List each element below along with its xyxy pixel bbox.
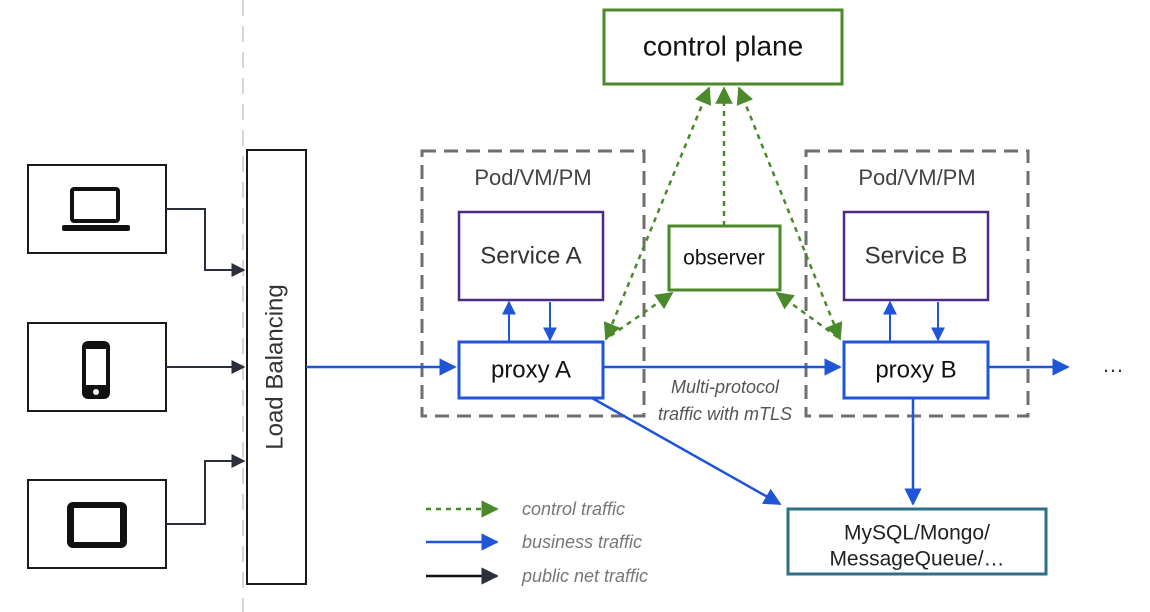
tablet-to-lb-arrow (166, 454, 246, 525)
proxy-a-to-datastore-arrow (591, 396, 782, 506)
laptop-to-lb-arrow (166, 208, 246, 277)
client-laptop (27, 164, 167, 254)
mtls-label-line2: traffic with mTLS (658, 404, 792, 424)
legend-public-label: public net traffic (521, 566, 648, 586)
observer-proxy-b-arrow (775, 291, 841, 341)
pod-right-label: Pod/VM/PM (858, 165, 975, 190)
tablet-icon (67, 502, 127, 548)
service-a-box (457, 210, 605, 302)
observer-proxy-a-arrow (605, 291, 674, 341)
load-balancer-label: Load Balancing (261, 284, 288, 449)
proxy-b-box (842, 340, 990, 400)
control-plane-label: control plane (643, 30, 803, 61)
business-traffic-lines (306, 358, 1070, 506)
control-traffic-lines (603, 86, 843, 341)
observer-label: observer (683, 247, 765, 270)
control-plane-proxy-a-arrow (603, 86, 712, 341)
phone-icon (82, 341, 110, 399)
continuation-ellipsis: … (1102, 352, 1124, 377)
laptop-icon (62, 187, 130, 231)
service-b-label: Service B (865, 242, 968, 269)
datastore-box (786, 507, 1048, 576)
client-phone (27, 322, 167, 412)
proxy-a-box (457, 340, 605, 400)
legend: control traffic business traffic public … (426, 499, 648, 586)
service-a-label: Service A (480, 242, 581, 269)
mtls-label-line1: Multi-protocol (671, 377, 780, 397)
control-plane-box (602, 8, 844, 86)
client-tablet (27, 479, 167, 569)
proxy-b-label: proxy B (875, 356, 956, 383)
control-plane-proxy-b-arrow (736, 86, 843, 341)
datastore-line1: MySQL/Mongo/ (844, 522, 990, 545)
load-balancer-box (246, 149, 307, 585)
legend-business-label: business traffic (522, 532, 642, 552)
legend-control-label: control traffic (522, 499, 625, 519)
pod-left-label: Pod/VM/PM (474, 165, 591, 190)
proxy-a-label: proxy A (491, 356, 571, 383)
datastore-line2: MessageQueue/… (829, 548, 1004, 571)
service-b-box (842, 210, 990, 302)
